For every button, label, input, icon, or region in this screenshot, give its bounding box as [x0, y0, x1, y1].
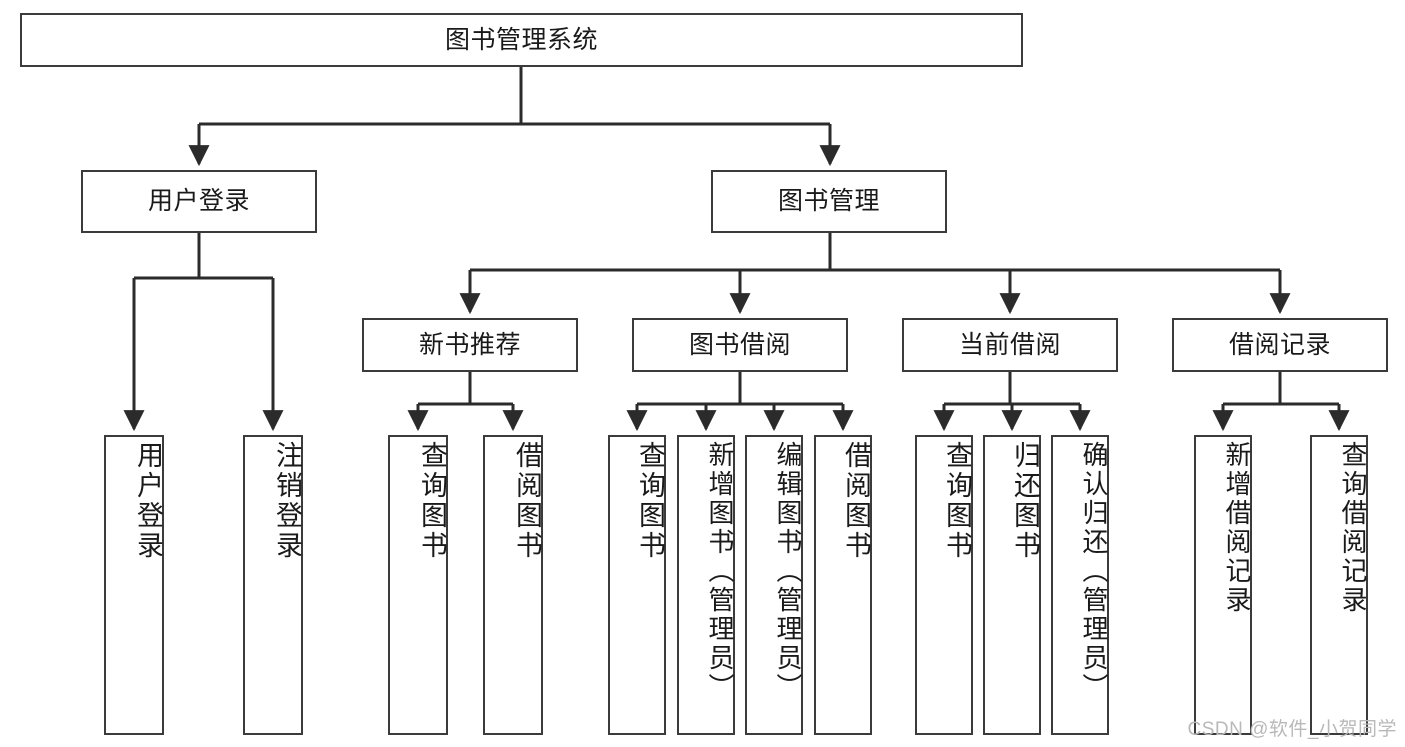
node-leaf-query-book-2[interactable]: 查询图书 — [608, 435, 666, 735]
node-leaf-borrow-book-2[interactable]: 借阅图书 — [814, 435, 872, 735]
node-new-book-rec[interactable]: 新书推荐 — [362, 318, 578, 372]
node-leaf-add-book-label: 新增图书（管理员） — [705, 441, 735, 702]
node-leaf-query-book-3[interactable]: 查询图书 — [915, 435, 973, 735]
watermark: CSDN @软件_小贺同学 — [1187, 719, 1397, 740]
node-leaf-add-record-label: 新增借阅记录 — [1222, 441, 1252, 615]
node-leaf-return-book[interactable]: 归还图书 — [983, 435, 1041, 735]
node-leaf-add-record[interactable]: 新增借阅记录 — [1194, 435, 1252, 735]
node-current-borrow[interactable]: 当前借阅 — [902, 318, 1118, 372]
node-leaf-add-book[interactable]: 新增图书（管理员） — [677, 435, 735, 735]
node-leaf-borrow-book-2-label: 借阅图书 — [841, 441, 871, 561]
node-new-book-rec-label: 新书推荐 — [418, 330, 521, 359]
node-book-manage[interactable]: 图书管理 — [711, 170, 947, 233]
node-leaf-borrow-book-1-label: 借阅图书 — [512, 441, 542, 561]
node-leaf-query-book-1[interactable]: 查询图书 — [388, 435, 448, 735]
node-leaf-borrow-book-1[interactable]: 借阅图书 — [483, 435, 543, 735]
node-book-manage-label: 图书管理 — [777, 187, 880, 216]
node-leaf-confirm-return-label: 确认归还（管理员） — [1079, 441, 1109, 702]
node-user-login[interactable]: 用户登录 — [81, 170, 317, 233]
node-current-borrow-label: 当前借阅 — [958, 330, 1061, 359]
node-book-borrow[interactable]: 图书借阅 — [632, 318, 848, 372]
node-leaf-return-book-label: 归还图书 — [1010, 441, 1040, 561]
node-leaf-edit-book-label: 编辑图书（管理员） — [773, 441, 803, 702]
node-leaf-query-record[interactable]: 查询借阅记录 — [1310, 435, 1368, 735]
node-root-label: 图书管理系统 — [444, 25, 598, 54]
node-root[interactable]: 图书管理系统 — [20, 13, 1023, 67]
node-book-borrow-label: 图书借阅 — [688, 330, 791, 359]
node-leaf-user-login-label: 用户登录 — [133, 441, 163, 561]
node-leaf-query-book-3-label: 查询图书 — [942, 441, 972, 561]
node-leaf-query-book-1-label: 查询图书 — [417, 441, 447, 561]
node-leaf-query-book-2-label: 查询图书 — [635, 441, 665, 561]
node-leaf-confirm-return[interactable]: 确认归还（管理员） — [1051, 435, 1109, 735]
node-leaf-query-record-label: 查询借阅记录 — [1338, 441, 1368, 615]
node-leaf-user-logout[interactable]: 注销登录 — [243, 435, 303, 735]
node-borrow-record[interactable]: 借阅记录 — [1172, 318, 1388, 372]
node-borrow-record-label: 借阅记录 — [1228, 330, 1331, 359]
node-user-login-label: 用户登录 — [147, 187, 250, 216]
node-leaf-edit-book[interactable]: 编辑图书（管理员） — [745, 435, 803, 735]
node-leaf-user-login[interactable]: 用户登录 — [104, 435, 164, 735]
node-leaf-user-logout-label: 注销登录 — [272, 441, 302, 561]
